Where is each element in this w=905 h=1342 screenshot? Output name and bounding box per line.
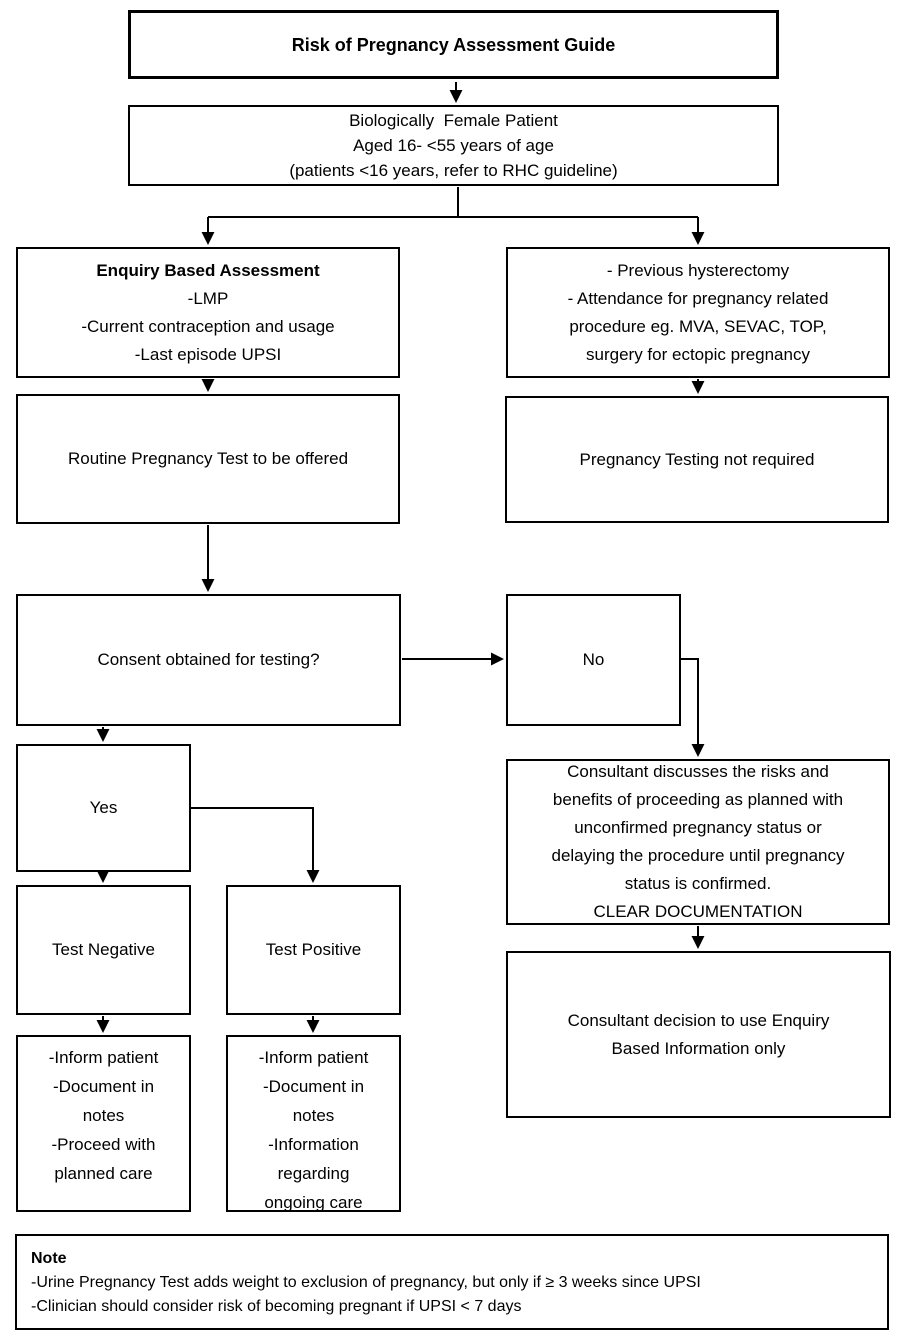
consultant-discussion-box: Consultant discusses the risks and benef… (506, 759, 890, 925)
test-negative-box: Test Negative (16, 885, 191, 1015)
connector-split-stem (208, 187, 698, 218)
connector-yes-to-test-positive (191, 807, 320, 883)
exclusion-criteria-box: - Previous hysterectomy - Attendance for… (506, 247, 890, 378)
positive-actions-box: -Inform patient -Document in notes -Info… (226, 1035, 401, 1212)
no-text: No (582, 650, 605, 669)
routine-test-text: Routine Pregnancy Test to be offered (67, 449, 349, 468)
testing-not-required-text: Pregnancy Testing not required (579, 449, 815, 469)
exclusion-criteria-text: - Previous hysterectomy - Attendance for… (567, 260, 829, 364)
negative-actions-box: -Inform patient -Document in notes -Proc… (16, 1035, 191, 1212)
test-negative-text: Test Negative (52, 940, 155, 959)
no-box: No (506, 594, 681, 726)
patient-criteria-text: Biologically Female Patient Aged 16- <55… (289, 111, 618, 180)
enquiry-assessment-heading: Enquiry Based Assessment (96, 260, 320, 280)
note-body: -Urine Pregnancy Test adds weight to exc… (31, 1274, 701, 1315)
title-box: Risk of Pregnancy Assessment Guide (128, 10, 779, 79)
positive-actions-text: -Inform patient -Document in notes -Info… (258, 1048, 369, 1212)
title-text: Risk of Pregnancy Assessment Guide (291, 34, 616, 55)
enquiry-assessment-box: Enquiry Based Assessment -LMP -Current c… (16, 247, 400, 378)
testing-not-required-box: Pregnancy Testing not required (505, 396, 889, 523)
consent-question-box: Consent obtained for testing? (16, 594, 401, 726)
consultant-decision-text: Consultant decision to use Enquiry Based… (567, 1010, 830, 1058)
patient-criteria-box: Biologically Female Patient Aged 16- <55… (128, 105, 779, 186)
test-positive-text: Test Positive (265, 940, 362, 959)
note-box: Note -Urine Pregnancy Test adds weight t… (15, 1234, 889, 1330)
connector-no-to-consultant-discussion (681, 658, 705, 757)
routine-test-box: Routine Pregnancy Test to be offered (16, 394, 400, 524)
yes-box: Yes (16, 744, 191, 872)
enquiry-assessment-items: -LMP -Current contraception and usage -L… (81, 288, 335, 364)
negative-actions-text: -Inform patient -Document in notes -Proc… (48, 1048, 159, 1183)
note-heading: Note (31, 1250, 67, 1267)
consent-question-text: Consent obtained for testing? (97, 650, 320, 669)
consultant-decision-box: Consultant decision to use Enquiry Based… (506, 951, 891, 1118)
consultant-discussion-text: Consultant discusses the risks and benef… (551, 762, 845, 921)
yes-text: Yes (89, 798, 118, 817)
test-positive-box: Test Positive (226, 885, 401, 1015)
